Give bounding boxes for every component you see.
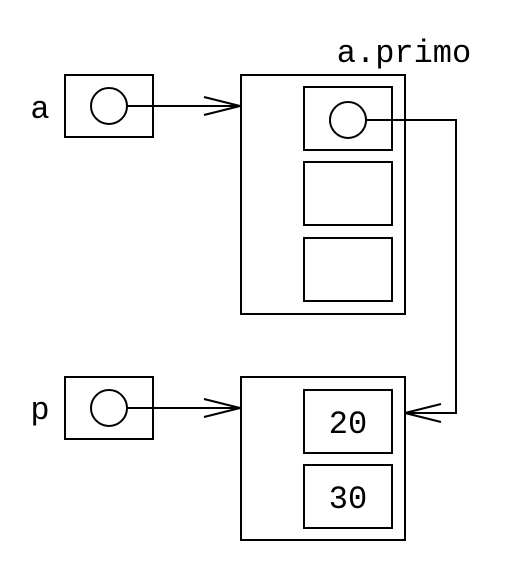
- arrow-p-to-struct: [127, 398, 241, 418]
- struct-p-box: [240, 376, 406, 541]
- arrow-a-to-struct: [127, 96, 241, 116]
- struct-p-value-2: 30: [329, 481, 367, 518]
- struct-a-slot-2: [303, 161, 393, 226]
- variable-p-pointer-dot: [90, 389, 128, 427]
- variable-a-pointer-dot: [90, 87, 128, 125]
- struct-a-slot-primo-pointer-dot: [329, 101, 367, 139]
- struct-a-box: [240, 74, 406, 315]
- struct-a-slot-primo: [303, 86, 393, 151]
- struct-a-title: a.primo: [337, 35, 471, 72]
- struct-p-slot-2: [303, 464, 393, 529]
- struct-p-slot-1: [303, 389, 393, 454]
- struct-p-value-1: 20: [329, 406, 367, 443]
- variable-a-label: a: [30, 91, 49, 128]
- struct-a-slot-3: [303, 237, 393, 302]
- variable-p-label: p: [30, 392, 49, 429]
